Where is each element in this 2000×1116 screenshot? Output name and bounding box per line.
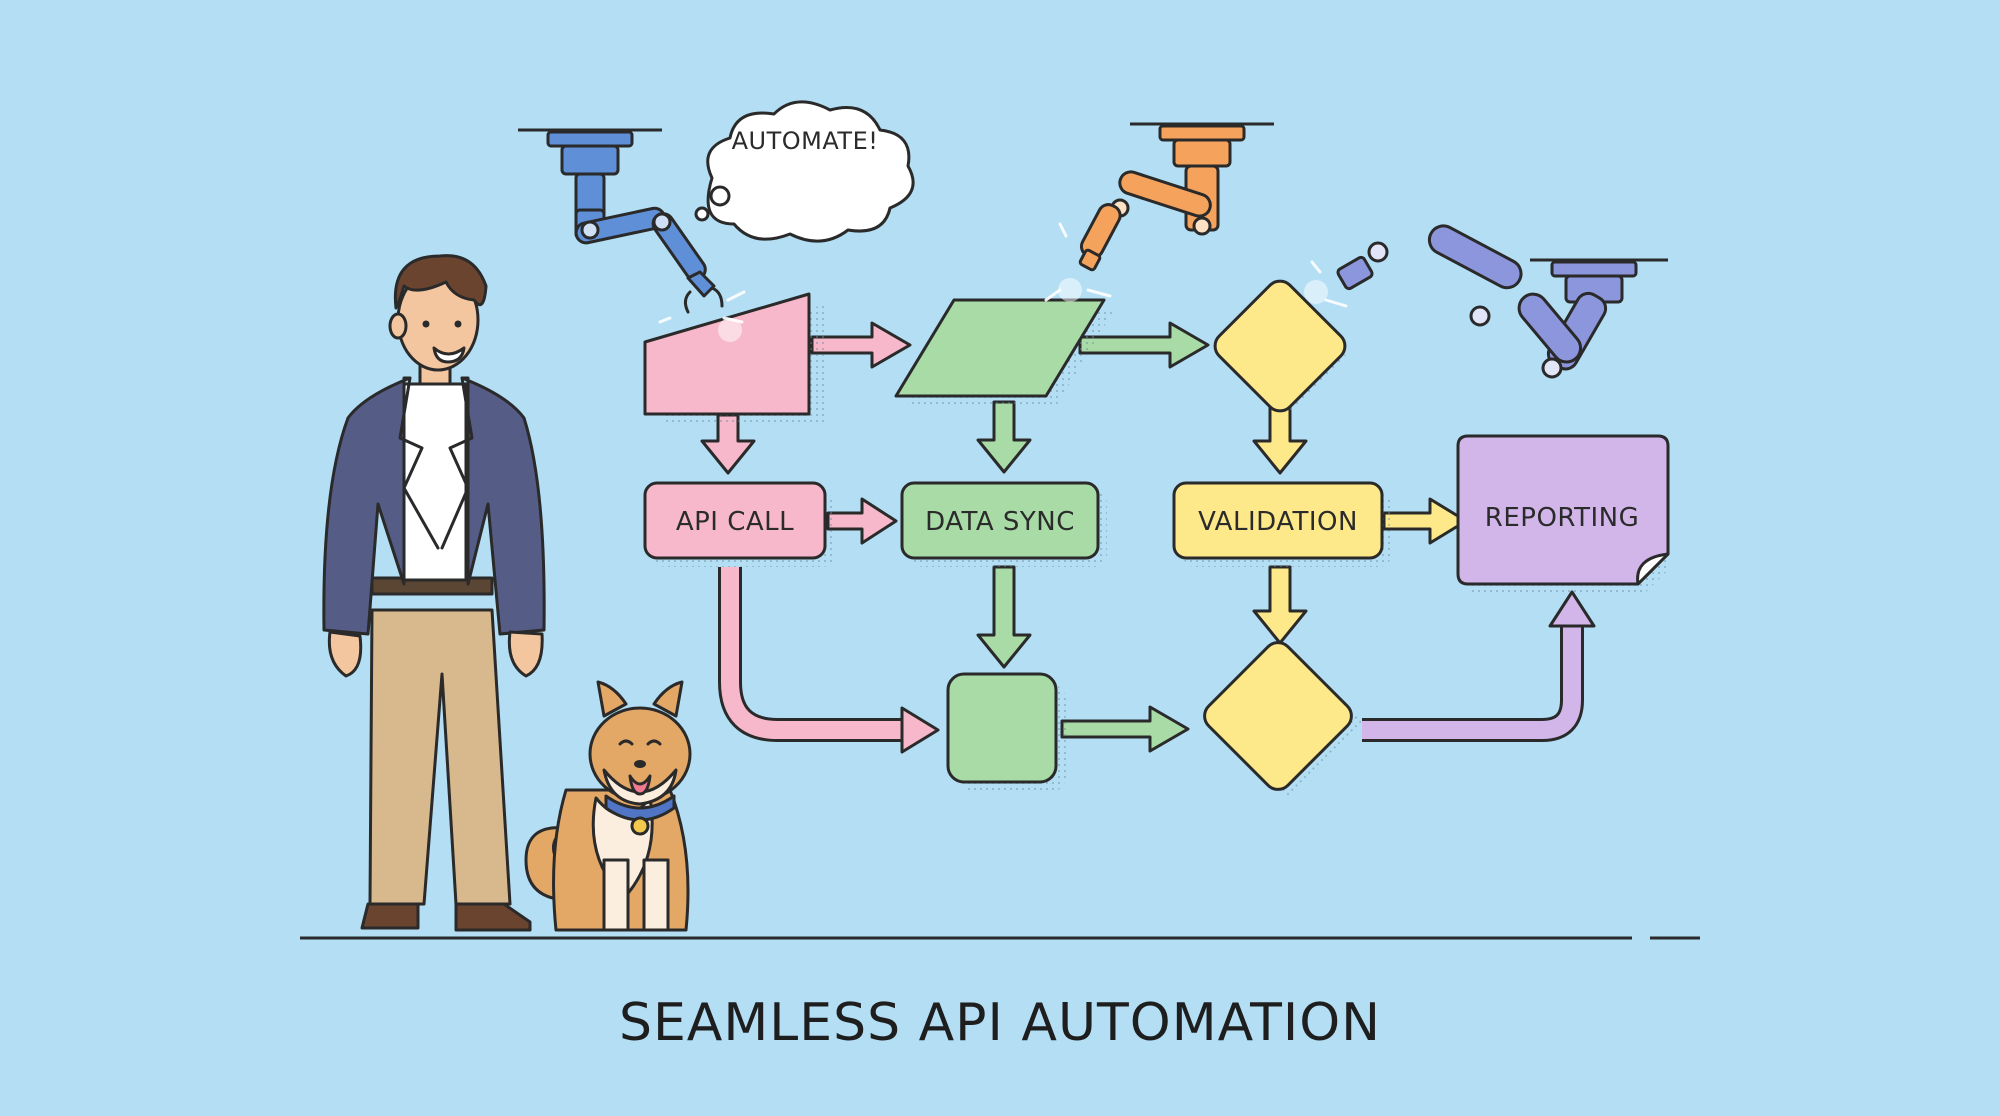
- person-icon: [322, 254, 546, 932]
- arrow-green-right-bottom: [1060, 705, 1190, 753]
- thought-bubble-icon: AUTOMATE!: [694, 100, 915, 243]
- node-data-parallelogram: [894, 298, 1114, 406]
- arrow-pink-curve: [718, 567, 940, 754]
- node-validation: VALIDATION: [1172, 481, 1391, 567]
- node-validation-label: VALIDATION: [1198, 507, 1358, 537]
- arrow-yellow-down-mid: [1252, 565, 1308, 645]
- node-api-call: API CALL: [643, 481, 834, 567]
- node-reporting: REPORTING: [1456, 434, 1670, 594]
- arrow-green-down-bottom: [976, 565, 1032, 669]
- node-data-sync: DATA SYNC: [900, 481, 1107, 567]
- shiba-dog-icon: [524, 680, 692, 932]
- arrow-yellow-right: [1382, 497, 1468, 545]
- arrow-green-right-top: [1078, 321, 1210, 369]
- arrow-green-down-top: [976, 400, 1032, 474]
- node-green-square: [946, 672, 1066, 792]
- node-api-call-label: API CALL: [676, 507, 794, 537]
- node-data-sync-label: DATA SYNC: [925, 507, 1075, 537]
- arrow-pink-right-mid: [826, 497, 898, 545]
- arrow-purple-curve: [1362, 590, 1596, 742]
- thought-bubble-text: AUTOMATE!: [732, 127, 879, 155]
- node-reporting-label: REPORTING: [1485, 503, 1639, 533]
- node-manual-input: [643, 292, 826, 424]
- node-decision-small: [1213, 279, 1347, 413]
- arrow-yellow-down-top: [1252, 403, 1308, 475]
- node-decision-large: [1203, 641, 1362, 796]
- arrow-pink-right-top: [810, 321, 912, 369]
- robot-arm-icon: [1044, 122, 1274, 302]
- diagram-title: SEAMLESS API AUTOMATION: [619, 993, 1381, 1053]
- robot-arm-icon: [1304, 224, 1668, 379]
- robot-arm-icon: [518, 128, 746, 342]
